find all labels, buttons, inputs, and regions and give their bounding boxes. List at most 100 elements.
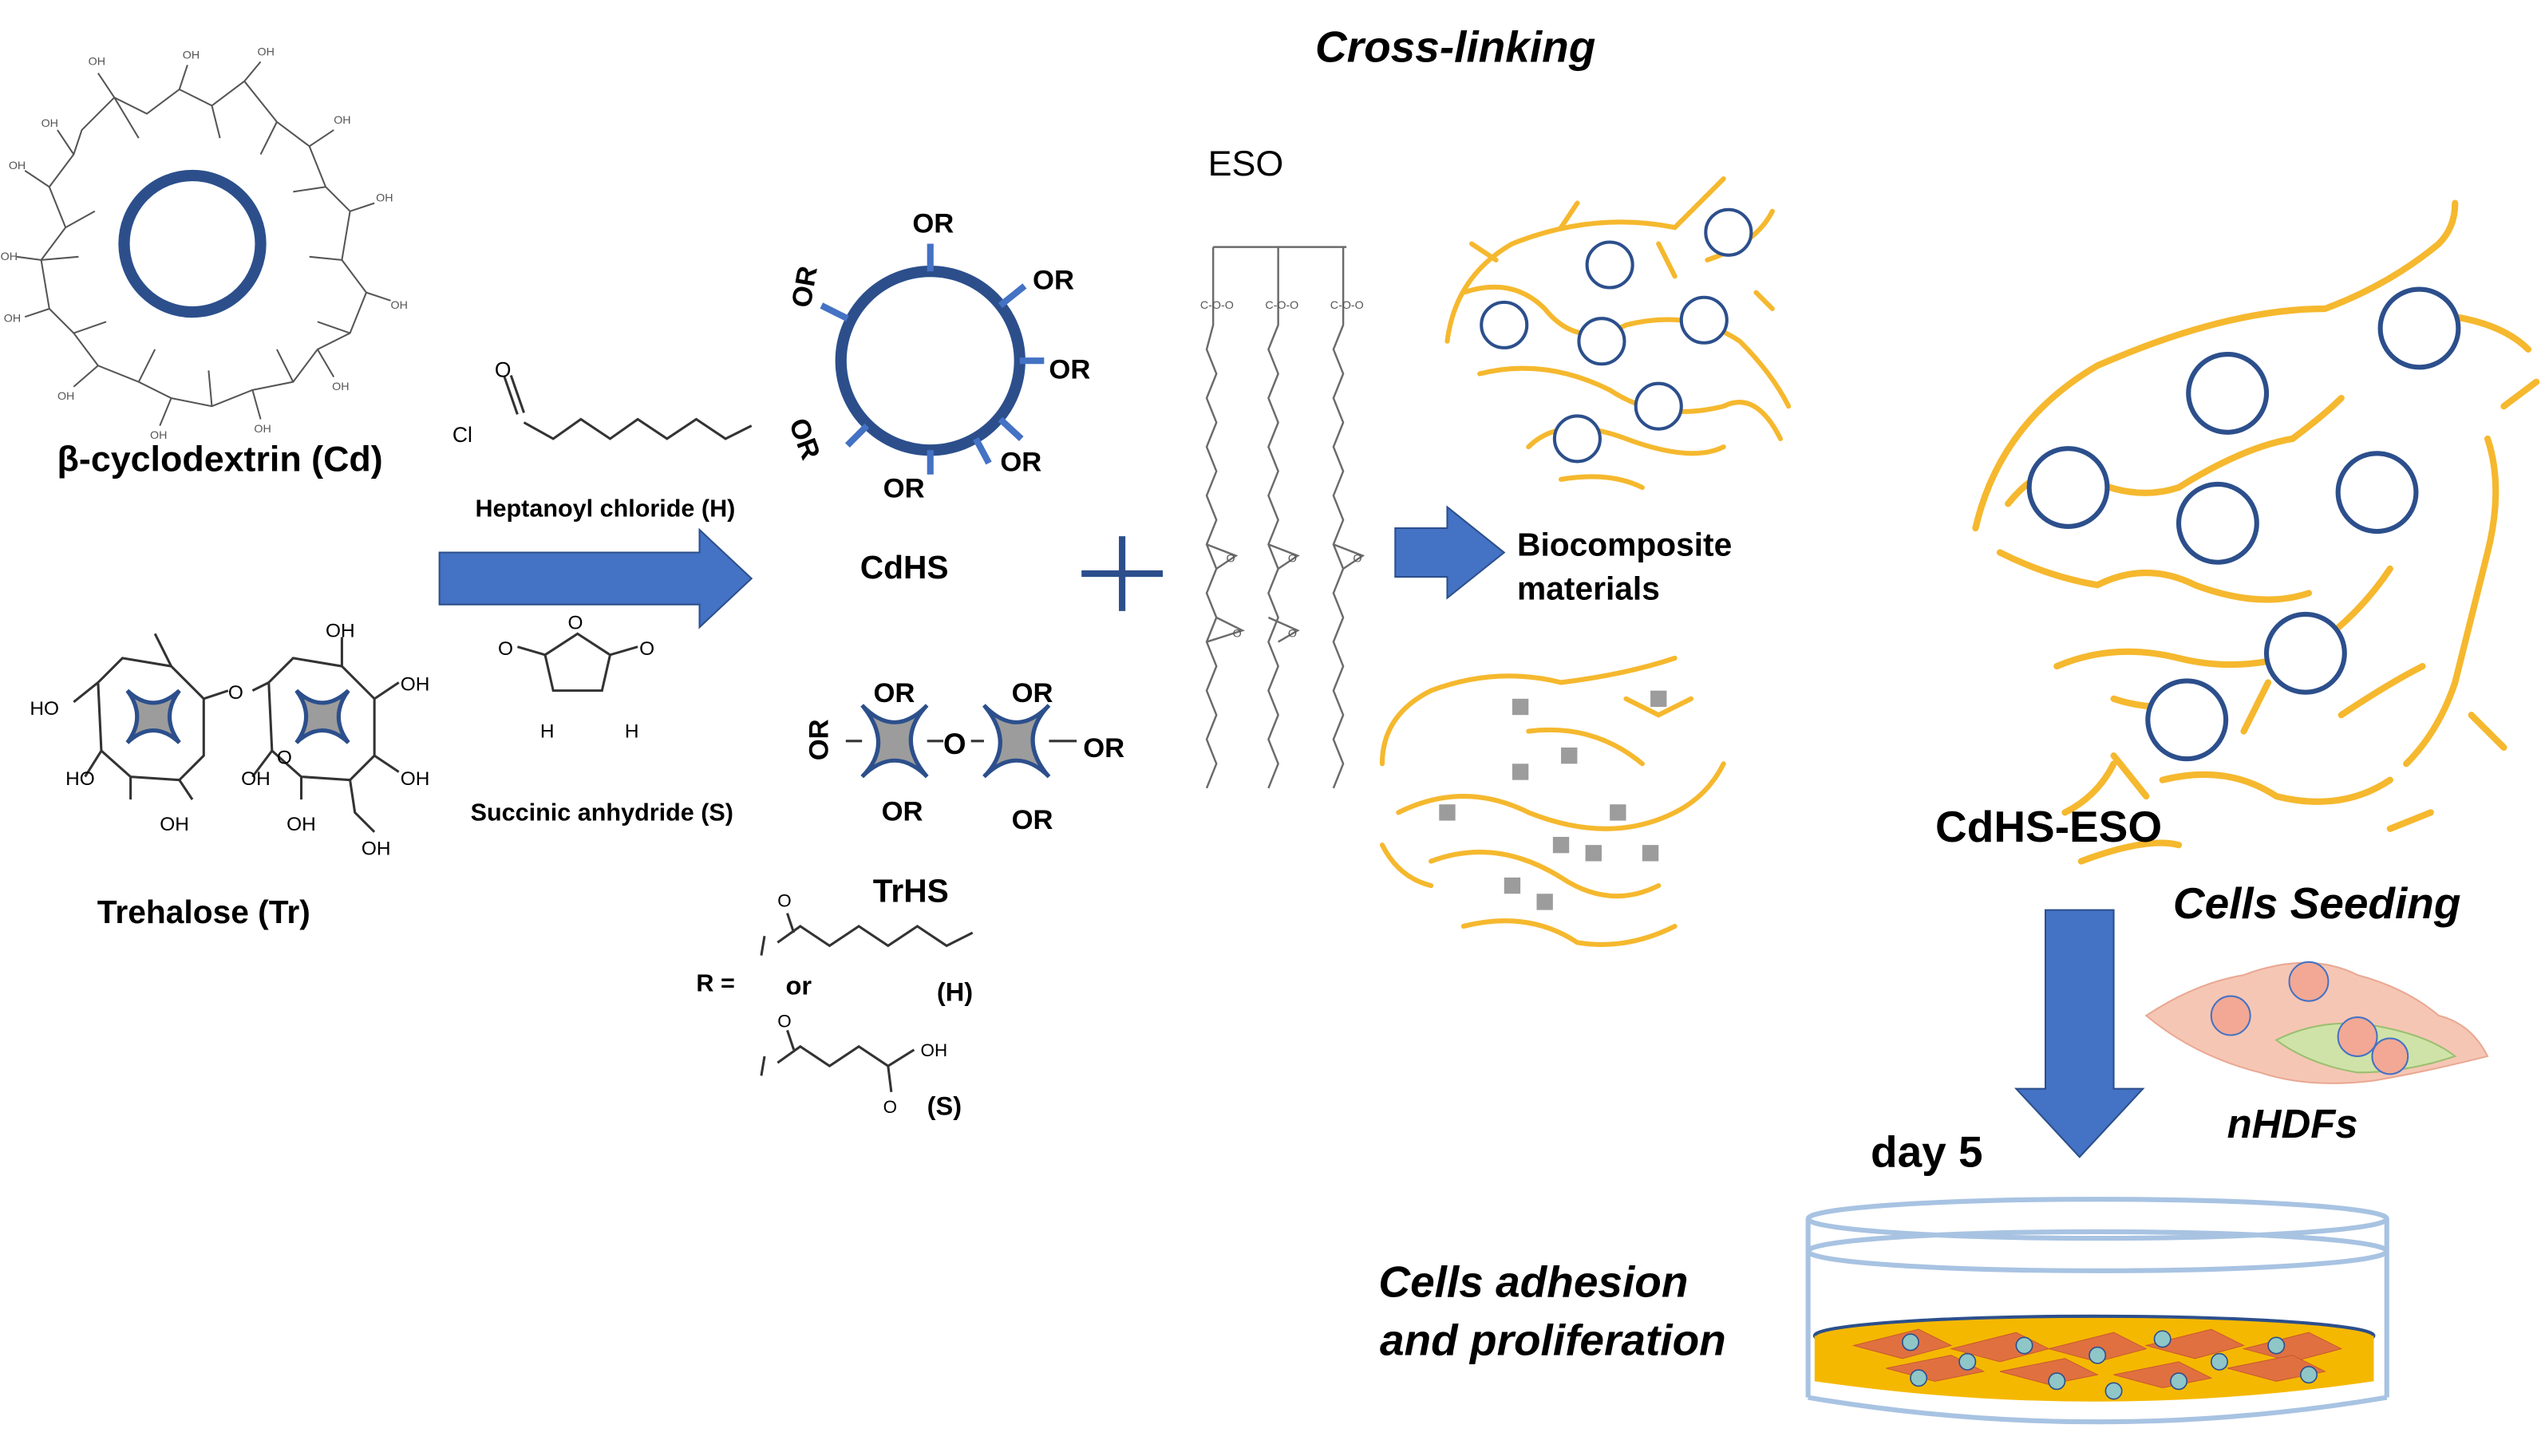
svg-text:OH: OH [241,768,271,790]
trhs-label: TrHS [873,872,949,909]
svg-text:O: O [1226,553,1235,566]
svg-text:OR: OR [1012,678,1053,708]
svg-text:C-O-O: C-O-O [1265,299,1298,312]
r-s-oxygen: O [777,1011,791,1031]
eso-structure [1205,246,1365,789]
r-s-carbonyl: O [883,1097,897,1117]
cdhs-eso-rings [2026,286,2461,762]
trehalose-ring-right [294,689,350,744]
svg-text:OR: OR [783,414,825,464]
anhydride-carbonyl-left: O [498,638,513,660]
svg-text:O: O [1233,627,1242,640]
svg-text:OH: OH [150,429,167,442]
day5-label: day 5 [1871,1127,1983,1176]
svg-text:OR: OR [1012,805,1053,835]
svg-text:OH: OH [89,55,105,68]
svg-text:OH: OH [1,251,18,263]
svg-text:OR: OR [1083,733,1124,764]
trehalose-atom-labels: HO HO OH OH O OH OH OH OH OH O [30,620,429,859]
petri-dish-icon [1805,1197,2389,1425]
svg-text:O: O [277,747,292,768]
anhydride-h-right: H [625,721,639,743]
cross-linking-title: Cross-linking [1315,22,1595,71]
svg-text:OH: OH [334,114,350,127]
eso-label: ESO [1208,144,1284,183]
r-h-oxygen: O [777,891,791,911]
anhydride-h-left: H [540,721,555,743]
succinic-anhydride-structure [516,632,638,692]
svg-text:OH: OH [376,192,393,205]
small-network-top [1444,176,1792,491]
cell-icon [2144,961,2489,1084]
svg-text:OH: OH [257,45,274,58]
svg-text:OH: OH [362,838,391,859]
cells-seeding-label: Cells Seeding [2173,878,2461,928]
cyclodextrin-label: β-cyclodextrin (Cd) [57,440,383,479]
svg-text:O: O [1288,627,1297,640]
svg-text:OH: OH [401,674,430,696]
svg-text:OH: OH [160,814,189,835]
svg-text:OH: OH [254,423,271,436]
adhesion-label-1: Cells adhesion [1378,1257,1688,1306]
svg-text:OR: OR [882,797,923,827]
nhdfs-label: nHDFs [2227,1101,2358,1146]
svg-text:OH: OH [57,390,74,403]
r-h-tag: (H) [937,978,973,1007]
svg-text:C-O-O: C-O-O [1200,299,1234,312]
svg-text:OR: OR [883,473,925,503]
anhydride-ring-oxygen: O [568,612,583,633]
svg-text:C-O-O: C-O-O [1330,299,1364,312]
svg-text:O: O [228,682,243,704]
cl-atom: Cl [452,423,472,447]
svg-text:OR: OR [912,208,954,239]
svg-text:O: O [1353,553,1361,566]
trhs-or-groups: OR OR OR OR OR OR [804,678,1124,835]
seeding-arrow-icon [2014,909,2145,1158]
anhydride-carbonyl-right: O [639,638,654,660]
svg-text:OH: OH [287,814,316,835]
r-group-structures [760,913,974,1092]
svg-text:OR: OR [804,719,834,760]
svg-text:OH: OH [9,160,26,172]
svg-text:OH: OH [391,299,408,312]
cyclodextrin-hydroxyls: OH OH OH OH OH OH OH OH OH OH OH OH OH O… [1,45,408,442]
small-network-bottom [1379,655,1726,947]
small-network-top-rings [1480,207,1753,464]
svg-text:OH: OH [183,49,200,61]
cdhs-eso-label: CdHS-ESO [1935,802,2162,851]
svg-text:OH: OH [326,620,355,641]
trehalose-structure [73,633,400,833]
eso-ester-labels: C-O-O C-O-O C-O-O O O O O O [1200,299,1364,640]
heptanoyl-label: Heptanoyl chloride (H) [475,495,735,523]
svg-text:OR: OR [873,678,915,708]
r-s-tag: (S) [927,1091,962,1120]
biocomposite-label-1: Biocomposite [1517,527,1732,563]
svg-text:OH: OH [332,381,349,393]
biocomposite-label-2: materials [1517,570,1660,607]
r-or-word: or [785,972,812,1000]
cdhs-label: CdHS [860,549,949,586]
svg-text:OH: OH [41,117,58,130]
adhesion-label-2: and proliferation [1380,1316,1726,1365]
cdhs-ring [820,243,1045,475]
cdhs-eso-network [1972,199,2540,865]
trehalose-label: Trehalose (Tr) [97,894,310,930]
r-s-oh: OH [921,1040,948,1060]
biocomposite-arrow-icon [1394,505,1506,600]
cyclodextrin-cavity-ring [118,169,267,318]
heptanoyl-oxygen: O [495,358,512,382]
svg-text:HO: HO [65,768,95,790]
svg-text:OH: OH [4,312,21,325]
small-network-bottom-units [1439,690,1667,910]
r-equals: R = [696,969,734,996]
svg-text:OH: OH [401,768,430,790]
trehalose-ring-left [125,689,181,744]
reaction-arrow-icon [438,527,753,629]
svg-text:OR: OR [1033,266,1074,296]
cyclodextrin-structure [16,61,391,427]
svg-text:OR: OR [1000,448,1041,478]
svg-text:OR: OR [1049,355,1090,385]
svg-text:O: O [1288,553,1297,566]
svg-text:HO: HO [30,698,59,720]
svg-text:OR: OR [786,264,823,310]
